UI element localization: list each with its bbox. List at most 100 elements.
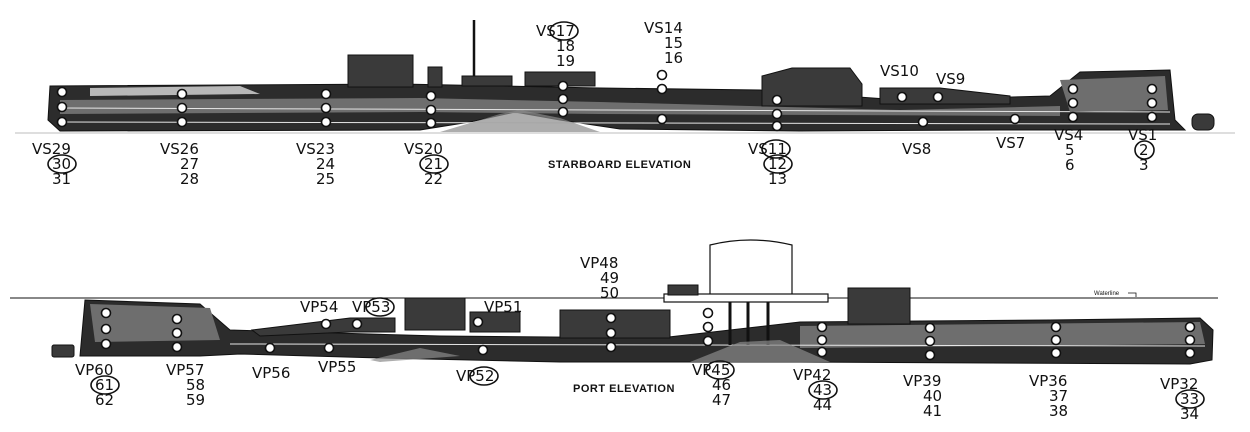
starboard-label-text: 22: [424, 170, 443, 188]
starboard-label-text: VS9: [936, 70, 965, 88]
starboard-label-text: VS14: [644, 19, 683, 37]
port-label-text: 61: [95, 376, 114, 394]
port-label-text: VP53: [352, 298, 390, 316]
starboard-label-text: VS11: [748, 140, 787, 158]
starboard-label-text: 16: [664, 49, 683, 67]
port-label-text: 34: [1180, 405, 1199, 423]
port-label-text: VP45: [692, 361, 730, 379]
starboard-label-text: VS29: [32, 140, 71, 158]
port-label-text: 49: [600, 269, 619, 287]
port-elevation-title: PORT ELEVATION: [573, 383, 675, 395]
port-label-text: 44: [813, 396, 832, 414]
circled-mark: [419, 154, 449, 174]
port-label-text: 47: [712, 391, 731, 409]
port-markers: [100, 307, 1196, 361]
port-label-text: VP51: [484, 298, 522, 316]
starboard-elevation: STARBOARD ELEVATION: [15, 20, 1235, 171]
waterline-arrow: [1128, 292, 1137, 297]
starboard-label-text: 15: [664, 34, 683, 52]
starboard-label-text: 3: [1139, 156, 1149, 174]
starboard-elevation-title: STARBOARD ELEVATION: [548, 159, 691, 171]
starboard-deckhouse: [347, 54, 414, 88]
circled-mark: [761, 139, 791, 159]
starboard-label-text: 6: [1065, 156, 1075, 174]
starboard-small-house: [427, 66, 443, 88]
starboard-label-text: VS8: [902, 140, 931, 158]
starboard-label-text: 24: [316, 155, 335, 173]
port-label-text: 41: [923, 402, 942, 420]
starboard-label-text: VS10: [880, 62, 919, 80]
starboard-label-text: VS1: [1128, 126, 1157, 144]
port-label-text: VP54: [300, 298, 338, 316]
starboard-gun-barrel: [879, 87, 1011, 105]
port-label-vp55: VP55: [318, 358, 356, 376]
starboard-label-text: 30: [52, 155, 71, 173]
port-label-vp51: VP51: [484, 298, 522, 316]
circled-mark: [47, 154, 77, 174]
starboard-label-vs7: VS7: [996, 134, 1025, 152]
port-label-text: 62: [95, 391, 114, 409]
starboard-label-text: 28: [180, 170, 199, 188]
port-label-vp56: VP56: [252, 364, 290, 382]
starboard-markers: [56, 69, 1158, 132]
circled-mark: [808, 380, 838, 400]
port-label-vp53: VP53: [352, 297, 395, 317]
port-label-text: VP39: [903, 372, 941, 390]
starboard-label-text: VS26: [160, 140, 199, 158]
circled-mark: [1134, 140, 1155, 160]
circled-mark: [469, 366, 499, 386]
circled-mark: [1175, 389, 1205, 409]
port-label-text: VP42: [793, 366, 831, 384]
port-label-text: 59: [186, 391, 205, 409]
starboard-label-vs8: VS8: [902, 140, 931, 158]
port-label-text: VP36: [1029, 372, 1067, 390]
starboard-label-text: 13: [768, 170, 787, 188]
starboard-label-text: 18: [556, 37, 575, 55]
port-label-text: VP55: [318, 358, 356, 376]
starboard-label-text: 12: [768, 155, 787, 173]
port-label-text: 40: [923, 387, 942, 405]
starboard-label-text: 19: [556, 52, 575, 70]
port-label-text: 38: [1049, 402, 1068, 420]
starboard-label-text: VS23: [296, 140, 335, 158]
starboard-label-text: VS20: [404, 140, 443, 158]
starboard-label-vs9: VS9: [936, 70, 965, 88]
port-label-text: 46: [712, 376, 731, 394]
starboard-label-text: 31: [52, 170, 71, 188]
starboard-label-text: VS4: [1054, 126, 1083, 144]
starboard-label-text: VS7: [996, 134, 1025, 152]
starboard-label-text: 2: [1139, 141, 1149, 159]
port-label-text: 33: [1180, 390, 1199, 408]
circled-mark: [549, 21, 579, 41]
circled-mark: [365, 297, 395, 317]
port-bridge-frame: [709, 239, 793, 301]
port-label-text: 58: [186, 376, 205, 394]
starboard-gun-house: [761, 67, 863, 107]
starboard-label-text: 21: [424, 155, 443, 173]
circled-mark: [705, 360, 735, 380]
circled-mark: [763, 154, 793, 174]
port-label-text: VP56: [252, 364, 290, 382]
port-elevation: Waterline: [10, 239, 1218, 395]
starboard-label-text: VS17: [536, 22, 575, 40]
starboard-label-text: 27: [180, 155, 199, 173]
waterline-label: Waterline: [1094, 291, 1120, 297]
port-hull: [79, 299, 1214, 365]
port-label-vp52: VP52: [456, 366, 499, 386]
starboard-label-vs10: VS10: [880, 62, 919, 80]
